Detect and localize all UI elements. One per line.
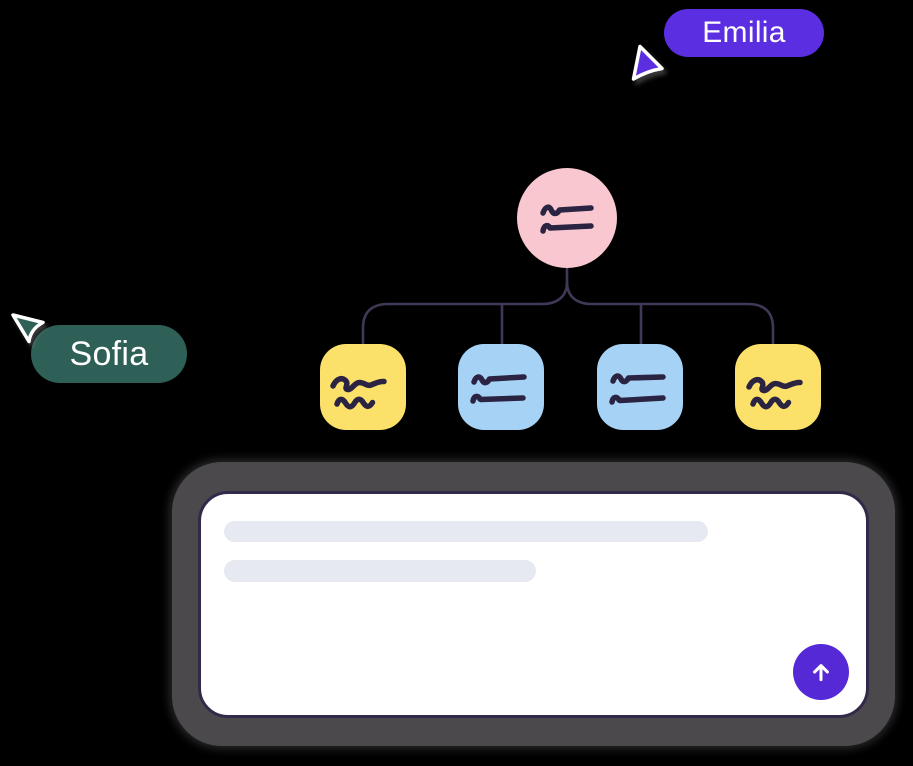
mindmap-connector-lines	[361, 266, 775, 344]
collaborator-name-sofia: Sofia	[69, 334, 149, 373]
mindmap-child-node-1[interactable]	[320, 344, 406, 430]
cursor-icon-emilia	[631, 44, 664, 81]
collaborator-badge-emilia: Emilia	[664, 9, 824, 57]
cursor-arrow-shape	[631, 44, 664, 81]
mindmap-child-node-4[interactable]	[735, 344, 821, 430]
scribble-text-icon	[470, 374, 527, 404]
placeholder-line-1	[224, 520, 708, 542]
arrow-up-icon	[813, 663, 829, 681]
mindmap-child-node-2[interactable]	[458, 344, 544, 430]
connector-left	[361, 281, 569, 344]
scribble-squiggle-icon	[330, 376, 387, 410]
prompt-panel-frame	[172, 462, 895, 746]
submit-button[interactable]	[793, 643, 849, 700]
placeholder-line-2	[224, 559, 536, 582]
scribble-text-icon	[609, 373, 666, 405]
collaborator-badge-sofia: Sofia	[31, 325, 187, 383]
connector-right	[565, 281, 775, 344]
collaborator-name-emilia: Emilia	[702, 16, 786, 49]
cursor-arrow-shape	[11, 313, 45, 344]
mindmap-root-node[interactable]	[517, 168, 617, 268]
scribble-squiggle-icon	[746, 377, 803, 410]
mindmap-child-node-3[interactable]	[597, 344, 683, 430]
cursor-icon-sofia	[11, 313, 45, 344]
scribble-text-icon	[540, 204, 594, 234]
prompt-input-panel[interactable]	[198, 490, 869, 718]
